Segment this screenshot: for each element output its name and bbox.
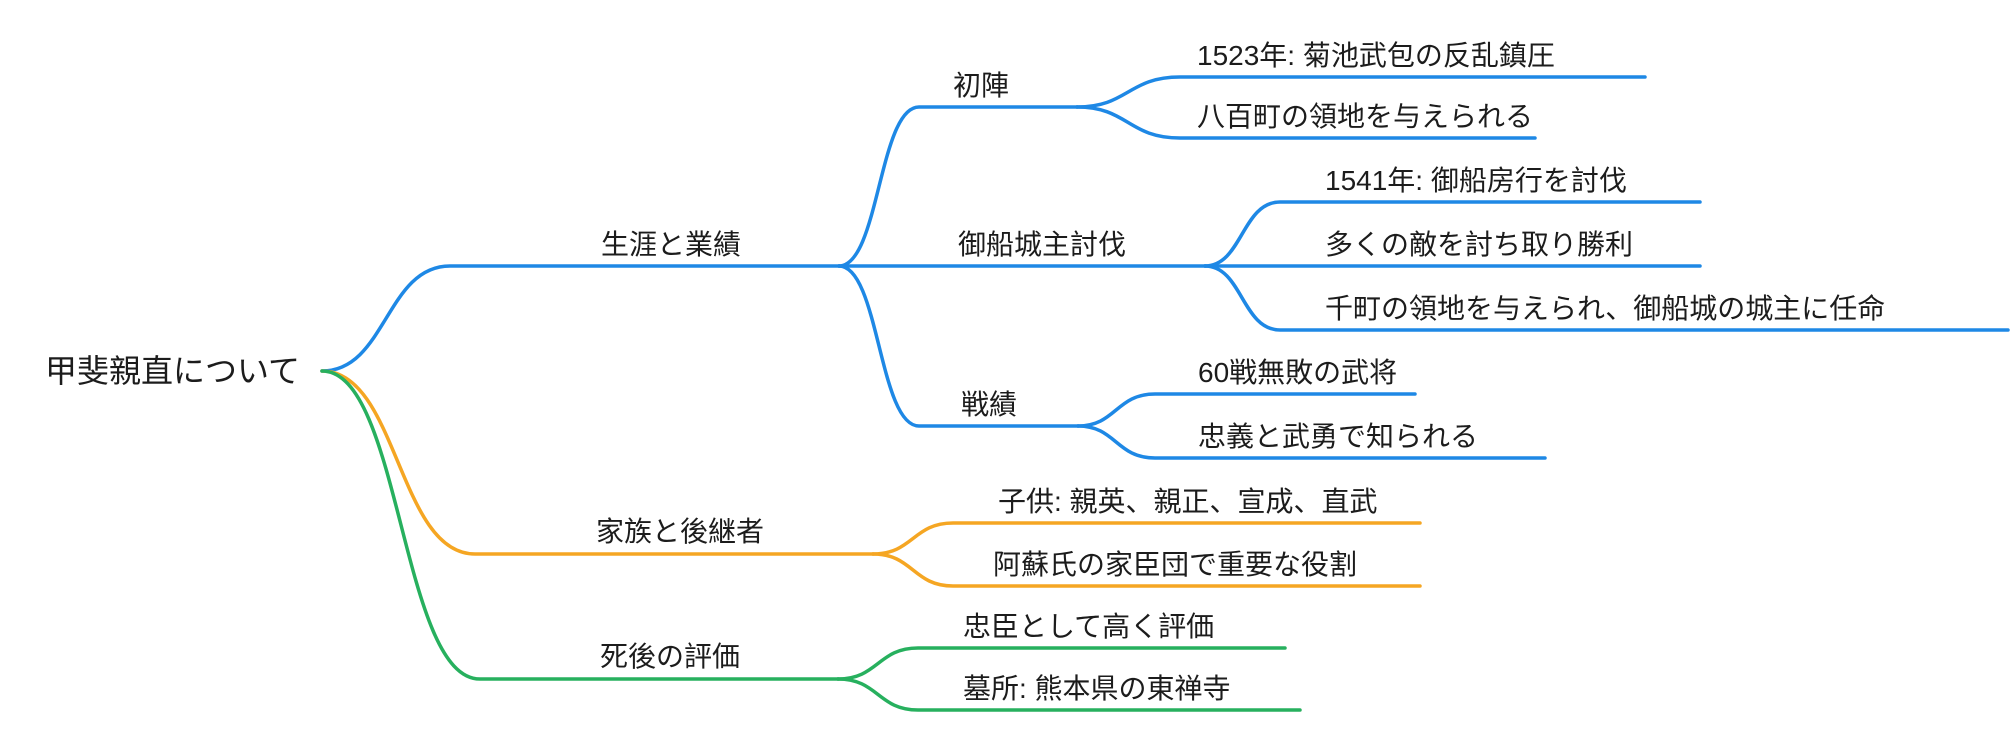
link-root-posthumous-evaluation <box>320 369 840 681</box>
link-family-aso-clan <box>871 552 1422 588</box>
node-life-achievements[interactable]: 生涯と業績 <box>601 229 742 260</box>
leaf-aso-clan-role[interactable]: 阿蘇氏の家臣団で重要な役割 <box>993 549 1358 580</box>
leaf-grave-tozenji[interactable]: 墓所: 熊本県の東禅寺 <box>963 673 1231 704</box>
link-family-children <box>871 521 1422 556</box>
link-mifune-senmachi <box>1203 264 2010 332</box>
leaf-60-battles-unbeaten[interactable]: 60戦無敗の武将 <box>1198 357 1398 388</box>
link-life-battle-record <box>837 264 1080 428</box>
node-root[interactable]: 甲斐親直について <box>45 353 301 389</box>
link-posthumous-grave <box>836 677 1302 712</box>
node-first-battle[interactable]: 初陣 <box>953 70 1010 101</box>
link-root-family-successors <box>320 369 875 556</box>
link-posthumous-loyal-retainer <box>836 646 1287 681</box>
leaf-loyalty-and-valor[interactable]: 忠義と武勇で知られる <box>1198 421 1479 452</box>
link-record-loyalty-valor <box>1076 424 1547 460</box>
link-mifune-1541 <box>1203 200 1702 268</box>
leaf-1541-subjugation[interactable]: 1541年: 御船房行を討伐 <box>1325 165 1627 196</box>
leaf-yaomachi-fief[interactable]: 八百町の領地を与えられる <box>1197 101 1534 132</box>
link-root-life-achievements <box>320 264 841 373</box>
leaf-children-names[interactable]: 子供: 親英、親正、宣成、直武 <box>998 486 1378 517</box>
leaf-many-enemies-victory[interactable]: 多くの敵を討ち取り勝利 <box>1325 229 1634 260</box>
node-battle-record[interactable]: 戦績 <box>961 389 1018 420</box>
link-first-battle-1523 <box>1075 75 1647 109</box>
link-first-battle-yaomachi <box>1075 105 1537 140</box>
leaf-senmachi-fief-castle-lord[interactable]: 千町の領地を与えられ、御船城の城主に任命 <box>1325 293 1886 324</box>
link-life-first-battle <box>837 105 1079 268</box>
node-mifune-lord-subjugation[interactable]: 御船城主討伐 <box>958 229 1127 260</box>
node-posthumous-evaluation[interactable]: 死後の評価 <box>600 641 741 672</box>
leaf-loyal-retainer-praise[interactable]: 忠臣として高く評価 <box>963 611 1215 642</box>
link-record-60-battles <box>1076 392 1417 428</box>
leaf-1523-rebellion-suppression[interactable]: 1523年: 菊池武包の反乱鎮圧 <box>1197 40 1555 71</box>
node-family-successors[interactable]: 家族と後継者 <box>596 516 765 547</box>
